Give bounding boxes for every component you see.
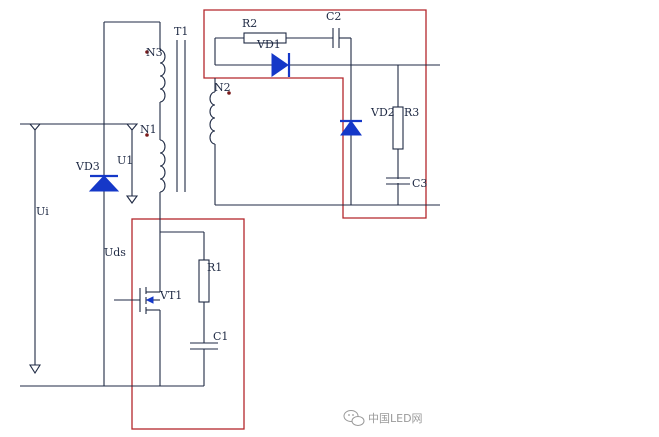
label-u1: U1 bbox=[117, 154, 133, 167]
n1-coil bbox=[159, 139, 166, 193]
label-c1: C1 bbox=[213, 330, 228, 343]
ui-bottom-arrow-icon bbox=[29, 364, 41, 375]
label-r1: R1 bbox=[207, 261, 222, 274]
vt1-arrow-icon bbox=[145, 296, 154, 304]
label-vd1: VD1 bbox=[256, 38, 281, 51]
label-t1: T1 bbox=[174, 25, 188, 38]
label-c3: C3 bbox=[412, 177, 427, 190]
c3-gap bbox=[386, 179, 410, 183]
n2-dot-marker bbox=[227, 91, 231, 95]
label-r3: R3 bbox=[404, 106, 419, 119]
u1-top-arrow-icon bbox=[125, 123, 139, 131]
n3-coil bbox=[159, 49, 166, 103]
watermark-text: 中国LED网 bbox=[368, 412, 423, 425]
label-n3: N3 bbox=[146, 46, 163, 59]
n2-coil bbox=[209, 91, 216, 145]
u1-bottom-arrow-icon bbox=[125, 195, 139, 204]
label-n1: N1 bbox=[140, 123, 157, 136]
label-c2: C2 bbox=[326, 10, 341, 23]
input-top-arrow-icon bbox=[28, 123, 42, 131]
label-vd2: VD2 bbox=[370, 106, 395, 119]
wechat-logo-icon bbox=[343, 410, 365, 426]
vd2-diode-icon bbox=[340, 120, 362, 136]
highlight-box-output bbox=[203, 9, 427, 219]
r3-resistor bbox=[392, 106, 404, 150]
n1-dot-marker bbox=[145, 133, 149, 137]
label-ui: Ui bbox=[36, 205, 49, 218]
label-n2: N2 bbox=[214, 81, 231, 94]
label-vd3: VD3 bbox=[75, 160, 100, 173]
vd3-diode-icon bbox=[88, 175, 120, 192]
n3-dot-marker bbox=[145, 50, 149, 54]
highlight-box-snubber bbox=[131, 218, 245, 430]
label-uds: Uds bbox=[104, 246, 126, 259]
vd1-diode-icon bbox=[271, 53, 289, 77]
label-vt1: VT1 bbox=[159, 289, 182, 302]
label-r2: R2 bbox=[242, 17, 257, 30]
